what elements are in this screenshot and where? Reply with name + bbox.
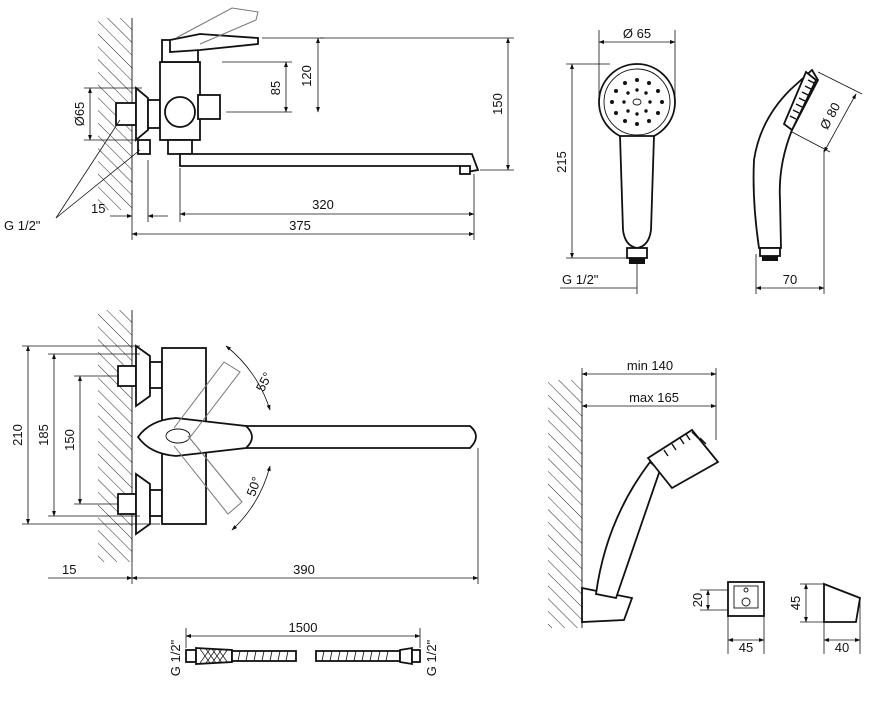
shower-nozzles (610, 78, 664, 126)
dim-15-front: 15 (62, 562, 76, 577)
dim-320: 320 (312, 197, 334, 212)
spout-top (205, 425, 477, 449)
dim-375: 375 (289, 218, 311, 233)
hand-shower-front: Ø 65 215 G 1/2" (554, 26, 676, 294)
dim-185: 185 (36, 424, 51, 446)
mixer-side-view: 85 120 150 Ø65 G 1/2" 15 320 375 (4, 7, 514, 240)
dim-20: 20 (690, 593, 705, 607)
lever-top (136, 417, 253, 457)
dim-45-v: 45 (788, 596, 803, 610)
wall-hatch-holder (548, 380, 582, 628)
holder-detail-front: 20 45 (690, 581, 765, 655)
label-g12-head: G 1/2" (562, 272, 599, 287)
dim-d80: Ø 80 (817, 100, 843, 132)
hose-knurl (199, 648, 229, 664)
holder-front-plate (727, 581, 765, 617)
dim-150-top: 150 (490, 93, 505, 115)
dim-70: 70 (783, 272, 797, 287)
dim-max165: max 165 (629, 390, 679, 405)
dim-215: 215 (554, 151, 569, 173)
diverter-knob (164, 96, 196, 128)
dim-15-top: 15 (91, 201, 105, 216)
dim-min140: min 140 (627, 358, 673, 373)
shower-holder-assembly: min 140 max 165 (548, 358, 720, 628)
dim-150-front: 150 (62, 429, 77, 451)
dim-1500: 1500 (289, 620, 318, 635)
holder-side-plate (823, 582, 862, 623)
dim-40: 40 (835, 640, 849, 655)
shower-side-body (752, 68, 820, 249)
label-g12-hose-left: G 1/2" (168, 639, 183, 676)
dim-d65-head: Ø 65 (623, 26, 651, 41)
hand-shower-side: Ø 80 70 (752, 68, 863, 294)
lower-flange (135, 472, 151, 536)
dim-85: 85 (268, 81, 283, 95)
dim-45-a: 45 (739, 640, 753, 655)
hose-nut-left (185, 649, 197, 663)
dim-d65-left: Ø65 (72, 102, 87, 127)
mixer-lever (169, 33, 259, 53)
shower-hose: 1500 G 1/2" G 1/2" (168, 620, 439, 676)
shower-outlet (197, 94, 221, 120)
mixer-front-view: 55° 50° 210 185 150 15 390 (10, 310, 479, 584)
holder-head (646, 428, 720, 490)
upper-flange (135, 344, 151, 408)
dim-390: 390 (293, 562, 315, 577)
shower-handle (619, 135, 655, 249)
holder-handle (594, 460, 662, 600)
hose-nut-right (411, 649, 421, 663)
dim-210: 210 (10, 424, 25, 446)
label-g12-left: G 1/2" (4, 218, 41, 233)
spout (179, 153, 480, 173)
wall-flange (135, 86, 149, 142)
wall-hatch-front (98, 310, 132, 562)
label-g12-hose-right: G 1/2" (424, 639, 439, 676)
holder-detail-side: 45 40 (788, 582, 862, 655)
dim-angle-55: 55° (253, 370, 275, 394)
dim-angle-50: 50° (243, 475, 264, 499)
dim-120: 120 (299, 65, 314, 87)
